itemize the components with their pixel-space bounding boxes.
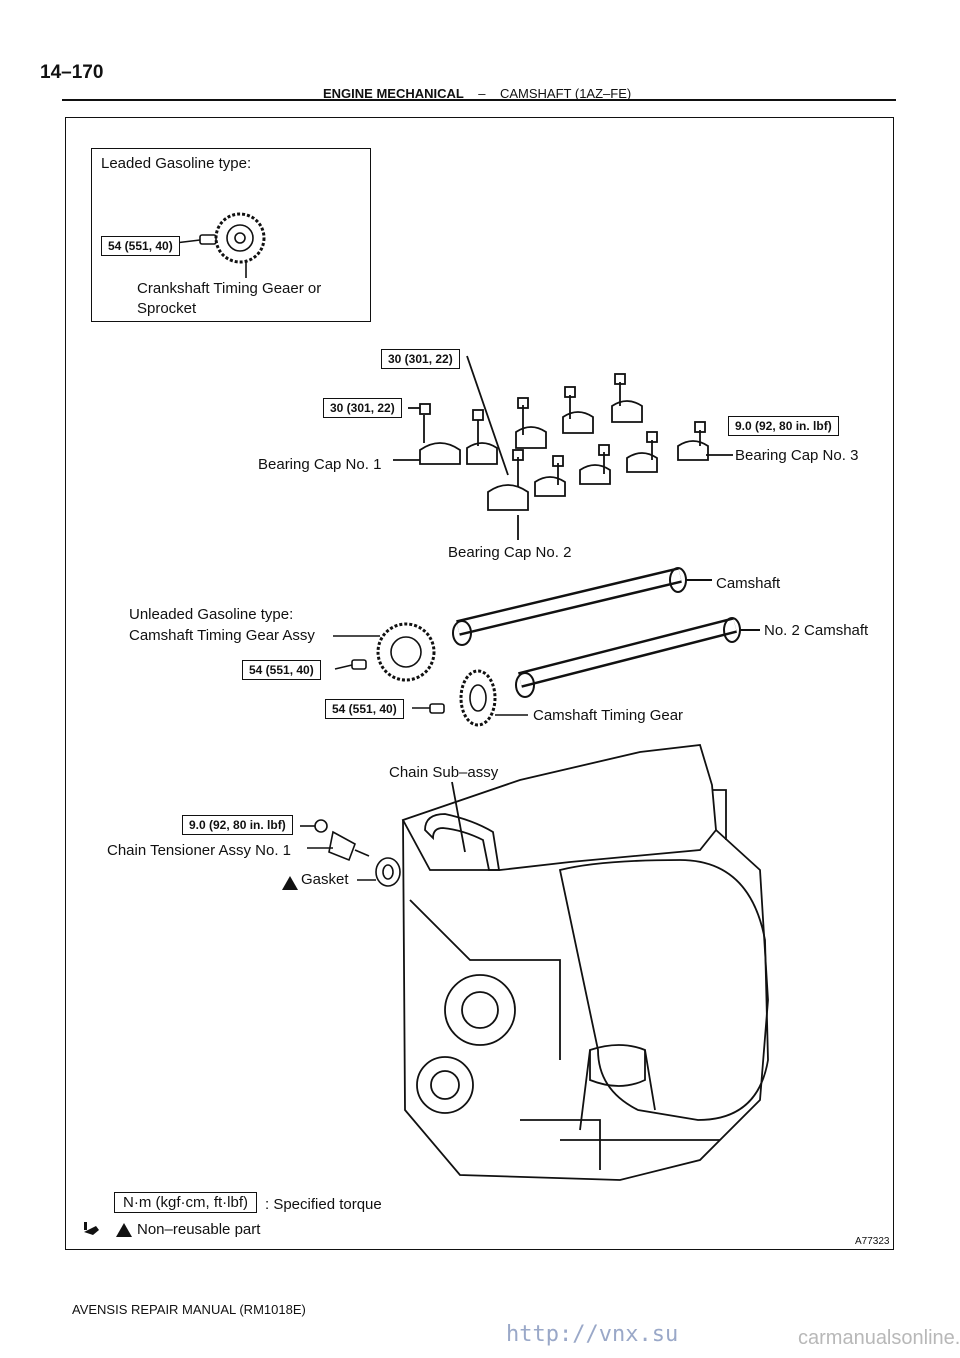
torque-bearing-cap-top: 30 (301, 22): [381, 349, 460, 369]
page-number: 14–170: [40, 62, 104, 83]
leaded-inset-box: [91, 148, 371, 322]
figure-frame: [65, 117, 894, 1250]
torque-tensioner: 9.0 (92, 80 in. lbf): [182, 815, 293, 835]
legend-unit-box: N·m (kgf·cm, ft·lbf): [114, 1192, 257, 1213]
camshaft-timing-gear-assy-illustration: [333, 622, 436, 682]
crank-sprocket-label-2: Sprocket: [137, 300, 197, 317]
page-footer: AVENSIS REPAIR MANUAL (RM1018E): [72, 1302, 306, 1317]
cylinder-head-block-illustration: [401, 744, 769, 1181]
header-section: ENGINE MECHANICAL: [323, 86, 464, 101]
torque-bearing-cap-1: 30 (301, 22): [323, 398, 402, 418]
page-header: ENGINE MECHANICAL – CAMSHAFT (1AZ–FE): [323, 86, 631, 101]
camshaft-label: Camshaft: [716, 575, 781, 592]
torque-timing-gear: 54 (551, 40): [325, 699, 404, 719]
crankshaft-sprocket-illustration: [174, 212, 266, 278]
camshaft-timing-gear-label: Camshaft Timing Gear: [533, 707, 684, 724]
crank-sprocket-label-1: Crankshaft Timing Geaer or: [137, 280, 322, 297]
legend-nonreusable: Non–reusable part: [137, 1221, 261, 1238]
unleaded-type-label: Unleaded Gasoline type:: [129, 606, 294, 623]
chain-sub-assy-label: Chain Sub–assy: [389, 764, 499, 781]
bearing-caps-illustration: [393, 355, 733, 540]
torque-crank-sprocket: 54 (551, 40): [101, 236, 180, 256]
header-rule: [62, 99, 896, 101]
legend-unit-desc: : Specified torque: [265, 1196, 382, 1213]
binder-icon: [84, 1222, 99, 1235]
nonreusable-triangle-icons: [116, 876, 298, 1237]
figure-id: A77323: [855, 1236, 890, 1247]
camshaft-timing-gear-assy-label: Camshaft Timing Gear Assy: [129, 627, 315, 644]
torque-gear-assy: 54 (551, 40): [242, 660, 321, 680]
watermark-vnx-link[interactable]: http://vnx.su: [506, 1322, 679, 1347]
no2-camshaft-label: No. 2 Camshaft: [764, 622, 869, 639]
bearing-cap-2-label: Bearing Cap No. 2: [448, 544, 572, 561]
bearing-cap-3-label: Bearing Cap No. 3: [735, 447, 859, 464]
chain-tensioner-illustration: [300, 819, 401, 887]
bearing-cap-1-label: Bearing Cap No. 1: [258, 456, 382, 473]
camshafts-illustration: [452, 567, 760, 698]
leaded-type-title: Leaded Gasoline type:: [101, 155, 252, 172]
camshaft-timing-gear-illustration: [412, 669, 528, 727]
gasket-label: Gasket: [301, 871, 349, 888]
torque-bearing-cap-3: 9.0 (92, 80 in. lbf): [728, 416, 839, 436]
chain-tensioner-label: Chain Tensioner Assy No. 1: [107, 842, 291, 859]
header-separator: –: [478, 86, 486, 101]
header-subsection: CAMSHAFT (1AZ–FE): [499, 86, 632, 101]
watermark-carmanualsonline: carmanualsonline.info: [798, 1327, 960, 1349]
